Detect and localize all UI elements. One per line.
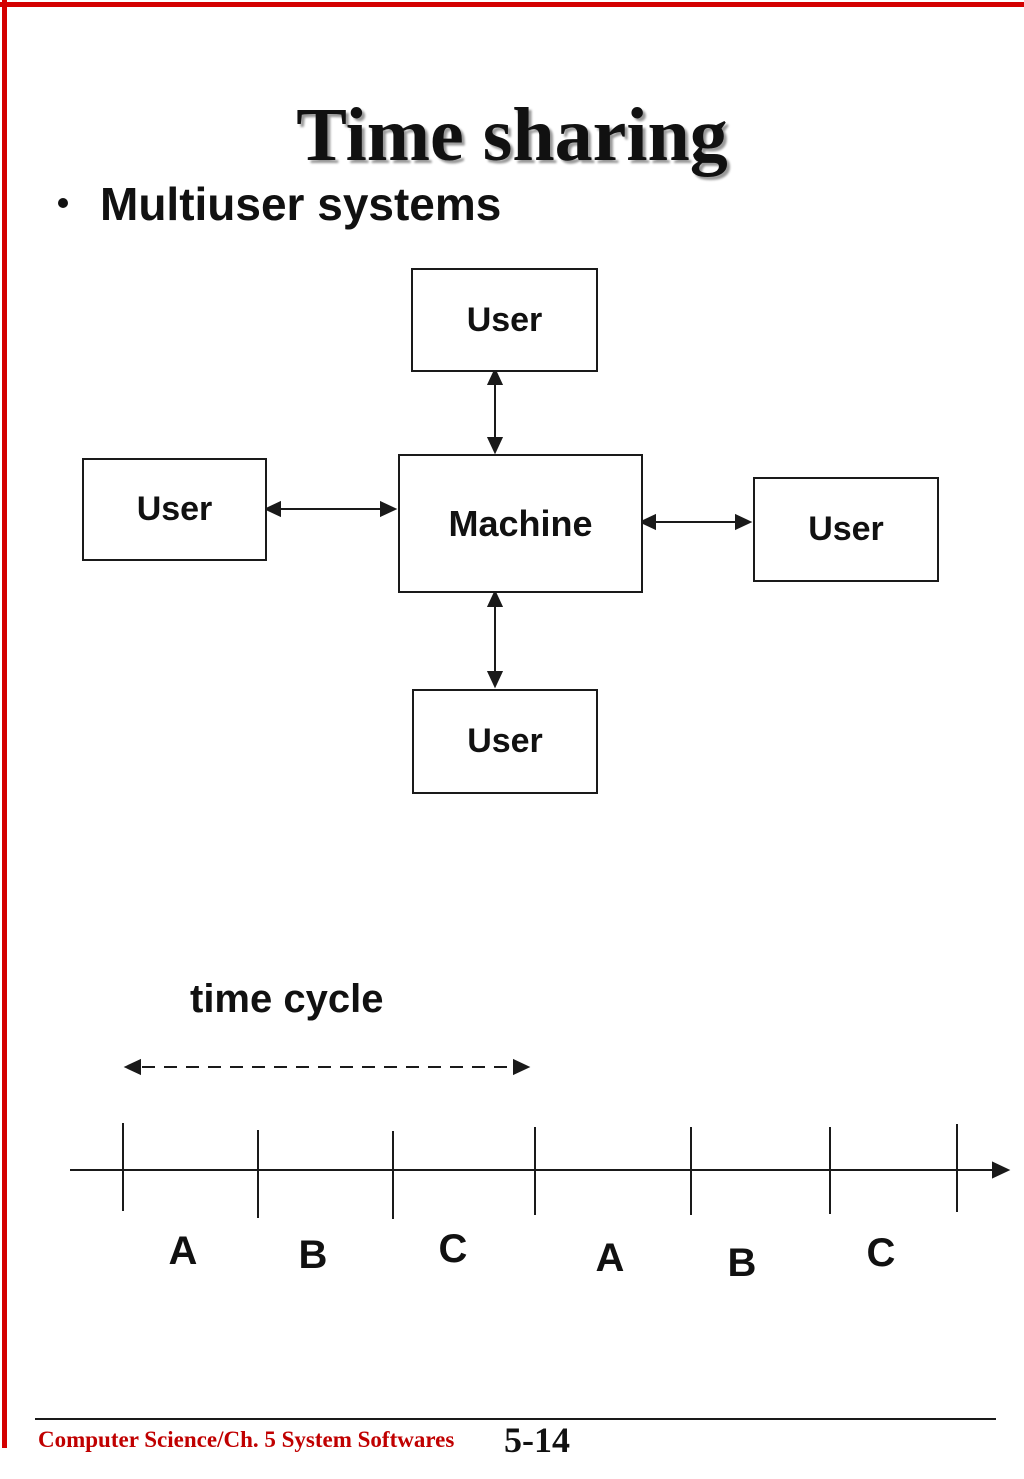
node-label: User [466,300,543,339]
node-label: User [136,490,213,528]
diagram-node-machine: Machine [398,454,643,593]
timeline-slot-label: B [298,1233,328,1277]
node-label: User [808,510,884,548]
bullet-marker [58,198,68,208]
node-label: User [467,722,543,760]
arrow-userleft-machine [263,500,398,518]
footer-page-number: 5-14 [504,1420,570,1460]
timeline-slot-label: A [595,1236,625,1280]
page-title: Time sharing [296,92,728,177]
arrow-machine-userbottom [486,589,504,689]
timeline-slot-label: A [168,1229,198,1273]
footer-course-text: Computer Science/Ch. 5 System Softwares [38,1427,455,1452]
slide-top-accent-line [0,2,1024,7]
arrow-machine-userright [638,513,753,531]
diagram-node-user-right: User [753,477,939,582]
timeline-slot-label: B [727,1241,757,1285]
footer-divider [35,1418,996,1420]
diagram-node-user-bottom: User [412,689,598,794]
diagram-node-user-left: User [82,458,267,561]
slide-left-accent-line [2,0,7,1448]
node-label: Machine [448,502,593,544]
timeline-axis [70,1161,1011,1179]
time-cycle-arrow [123,1058,531,1076]
arrow-usertop-machine [486,367,504,455]
timeline-slot-label: C [866,1231,896,1275]
bullet-text: Multiuser systems [100,178,502,230]
time-cycle-label: time cycle [190,977,384,1021]
timeline-slot-label: C [438,1227,468,1271]
timeline-ticks [122,1123,958,1219]
diagram-node-user-top: User [411,268,598,372]
